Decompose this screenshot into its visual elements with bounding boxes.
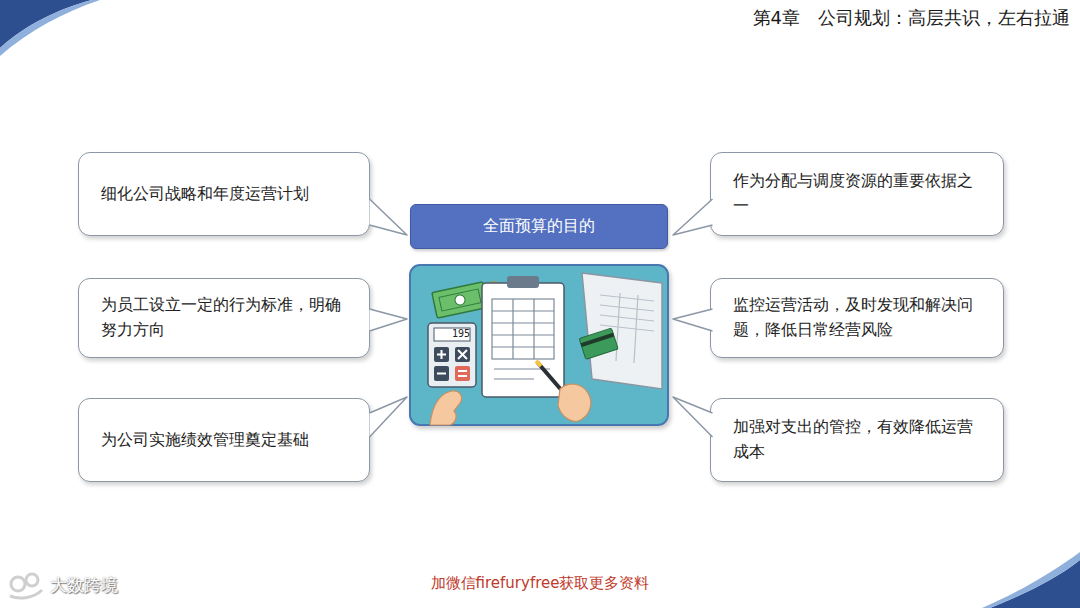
bubble-tail: [673, 397, 713, 437]
corner-swoosh: [982, 552, 1080, 608]
heading-box: 全面预算的目的: [410, 204, 668, 249]
node-text: 为员工设立一定的行为标准，明确努力方向: [101, 293, 347, 343]
chapter-title: 第4章 公司规划：高层共识，左右拉通: [753, 6, 1070, 30]
purpose-bubble: 加强对支出的管控，有效降低运营成本: [710, 398, 1004, 482]
node-text: 细化公司战略和年度运营计划: [101, 182, 309, 207]
node-text: 为公司实施绩效管理奠定基础: [101, 428, 309, 453]
node-text: 作为分配与调度资源的重要依据之一: [733, 169, 981, 219]
budget-illustration: [410, 265, 668, 425]
purpose-bubble: 细化公司战略和年度运营计划: [78, 152, 370, 236]
purpose-bubble: 监控运营活动，及时发现和解决问题，降低日常经营风险: [710, 278, 1004, 358]
bubble-tail: [673, 199, 713, 235]
bubble-tail: [79, 153, 80, 154]
bubble-tail: [370, 397, 408, 437]
bubble-tail: [79, 279, 80, 280]
calculator-display: 195: [434, 328, 470, 339]
bubble-tail: [370, 199, 408, 235]
bubble-tail: [79, 399, 80, 400]
bubble-tail: [370, 309, 408, 331]
purpose-bubble: 为公司实施绩效管理奠定基础: [78, 398, 370, 482]
logo-watermark: 大数跨境: [50, 574, 150, 597]
bubble-tail: [711, 399, 712, 400]
purpose-bubble: 作为分配与调度资源的重要依据之一: [710, 152, 1004, 236]
node-text: 加强对支出的管控，有效降低运营成本: [733, 415, 981, 465]
corner-swoosh: [0, 0, 100, 56]
node-text: 监控运营活动，及时发现和解决问题，降低日常经营风险: [733, 293, 981, 343]
bubble-tail: [711, 153, 712, 154]
node-text: 全面预算的目的: [483, 216, 595, 237]
bubble-tail: [673, 309, 713, 331]
logo-icon: [10, 574, 42, 598]
watermark: 加微信firefuryfree获取更多资料: [340, 574, 740, 593]
bubble-tail: [711, 279, 712, 280]
purpose-bubble: 为员工设立一定的行为标准，明确努力方向: [78, 278, 370, 358]
